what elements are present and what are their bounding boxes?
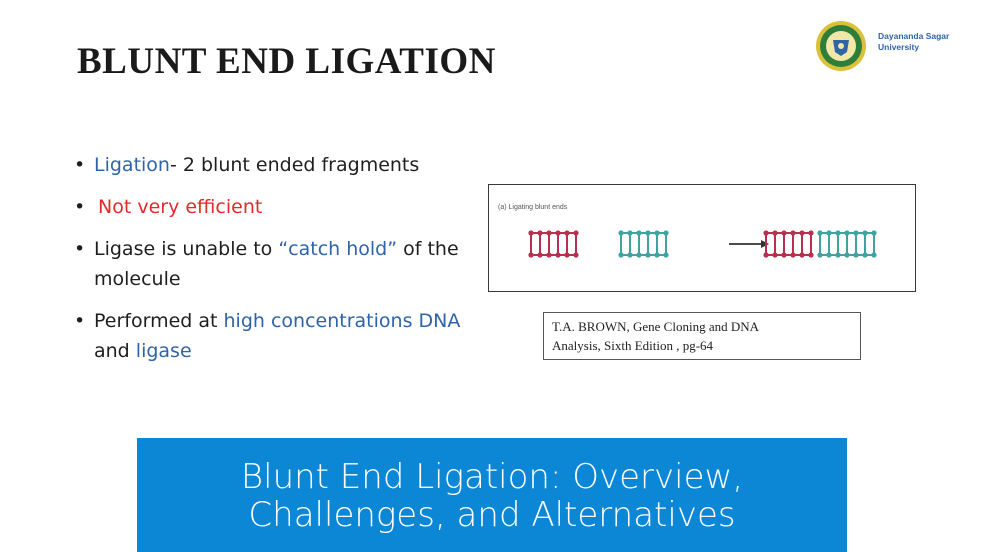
citation-line-1: T.A. BROWN, Gene Cloning and DNA <box>552 319 760 334</box>
fragment-1-node <box>528 252 534 258</box>
article-title-banner: Blunt End Ligation: Overview, Challenges… <box>137 438 847 552</box>
bullet-1-part-1: Ligation <box>94 154 170 176</box>
ligated-part-2-node <box>844 252 850 258</box>
bullet-list: • Ligation- 2 blunt ended fragments • No… <box>74 150 474 378</box>
citation-box: T.A. BROWN, Gene Cloning and DNA Analysi… <box>543 312 861 360</box>
ligated-part-1-node <box>790 252 796 258</box>
fragment-1-node <box>573 230 579 236</box>
fragment-2-node <box>636 230 642 236</box>
ligated-part-2-node <box>817 230 823 236</box>
ligated-part-1-node <box>772 252 778 258</box>
fragment-1-node <box>546 252 552 258</box>
fragment-2-node <box>618 230 624 236</box>
bullet-4-part-3: and <box>94 340 136 362</box>
ligated-part-2-node <box>844 230 850 236</box>
ligated-part-2-node <box>862 230 868 236</box>
bullet-item: • Not very efficient <box>74 196 263 218</box>
ligation-figure: (a) Ligating blunt ends <box>488 184 916 292</box>
fragment-1-node <box>528 230 534 236</box>
ligated-part-1-node <box>781 230 787 236</box>
ligated-part-1-node <box>763 252 769 258</box>
banner-line-2: Challenges, and Alternatives <box>248 495 736 535</box>
fragment-1-node <box>555 230 561 236</box>
ligated-part-1-node <box>799 230 805 236</box>
university-name: Dayananda Sagar University <box>878 31 950 52</box>
ligated-part-1-node <box>808 230 814 236</box>
fragment-1-node <box>537 252 543 258</box>
slide-title: BLUNT END LIGATION <box>77 41 496 82</box>
university-seal-icon <box>816 21 866 71</box>
ligated-part-2-node <box>826 252 832 258</box>
bullet-3-part-3: of the molecule <box>94 238 459 290</box>
citation-line-2: Analysis, Sixth Edition , pg-64 <box>552 338 714 353</box>
ligated-part-2-node <box>871 252 877 258</box>
ligated-part-1-node <box>808 252 814 258</box>
ligated-part-2-node <box>862 252 868 258</box>
bullet-3-part-1: Ligase is unable to <box>94 238 279 260</box>
ligated-part-2-node <box>853 230 859 236</box>
ligated-part-2-node <box>835 230 841 236</box>
ligated-part-2-node <box>835 252 841 258</box>
bullet-4-part-2: high concentrations DNA <box>223 310 461 332</box>
bullet-item: • Performed at high concentrations DNA a… <box>74 310 461 362</box>
ligated-part-1-node <box>790 230 796 236</box>
fragment-2-node <box>627 230 633 236</box>
ligated-part-1-node <box>781 252 787 258</box>
fragment-2-node <box>618 252 624 258</box>
bullet-4-part-4: ligase <box>135 340 192 362</box>
fragment-1-node <box>573 252 579 258</box>
bullet-item: • Ligase is unable to “catch hold” of th… <box>74 238 459 290</box>
fragment-2-node <box>627 252 633 258</box>
fragment-2-node <box>654 252 660 258</box>
fragment-1-node <box>555 252 561 258</box>
figure-caption: (a) Ligating blunt ends <box>498 204 568 211</box>
fragment-2-node <box>636 252 642 258</box>
fragment-1-node <box>546 230 552 236</box>
ligated-part-2-node <box>871 230 877 236</box>
bullet-2-part-1: Not very efficient <box>98 196 263 218</box>
fragment-2-node <box>654 230 660 236</box>
bullet-item: • Ligation- 2 blunt ended fragments <box>74 154 420 176</box>
ligated-part-1-node <box>799 252 805 258</box>
fragment-1-node <box>564 230 570 236</box>
fragment-2-node <box>663 230 669 236</box>
bullet-1-part-2: - 2 blunt ended fragments <box>169 154 420 176</box>
ligated-part-2-node <box>817 252 823 258</box>
blunt-ligation-diagram <box>528 230 877 258</box>
fragment-1-node <box>537 230 543 236</box>
fragment-1-node <box>564 252 570 258</box>
university-logo: Dayananda Sagar University <box>812 18 972 74</box>
fragment-2-node <box>645 230 651 236</box>
ligated-part-2-node <box>853 252 859 258</box>
fragment-2-node <box>663 252 669 258</box>
ligated-part-2-node <box>826 230 832 236</box>
banner-line-1: Blunt End Ligation: Overview, <box>240 457 744 497</box>
ligated-part-1-node <box>763 230 769 236</box>
bullet-4-part-1: Performed at <box>94 310 224 332</box>
fragment-2-node <box>645 252 651 258</box>
ligated-part-1-node <box>772 230 778 236</box>
bullet-3-part-2: “catch hold” <box>278 238 398 260</box>
